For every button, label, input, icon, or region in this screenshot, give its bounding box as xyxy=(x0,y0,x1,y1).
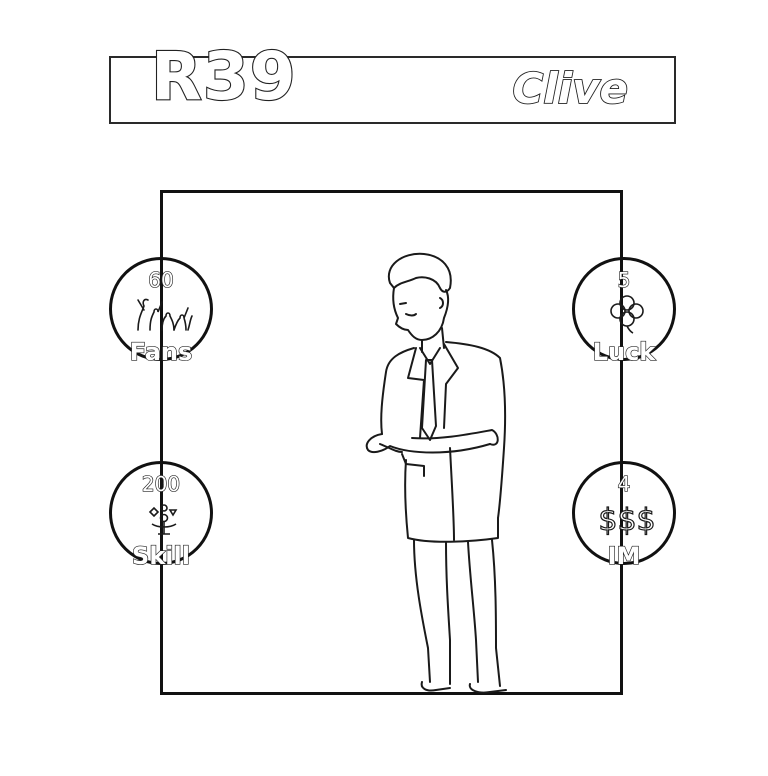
clover-icon xyxy=(610,295,644,334)
stat-fans: 60 Fans xyxy=(109,257,213,365)
character-name: Clive xyxy=(512,64,629,113)
stat-im: 4 $$$ IM xyxy=(572,461,676,569)
card-title-banner: R39 Clive xyxy=(109,42,676,124)
crowd-icon xyxy=(137,298,193,331)
card-code: R39 xyxy=(150,38,297,115)
stat-im-value: 4 xyxy=(617,472,631,496)
stat-fans-value: 60 xyxy=(148,268,175,292)
stat-luck-value: 5 xyxy=(617,268,631,292)
juggler-icon xyxy=(148,504,178,535)
stat-skill: 200 Skill xyxy=(109,461,213,569)
svg-text:$$$: $$$ xyxy=(598,503,655,538)
character-portrait xyxy=(365,252,507,694)
stat-skill-label: Skill xyxy=(131,542,190,570)
stat-luck: 5 Luck xyxy=(572,257,676,365)
portrait-frame xyxy=(160,190,623,695)
stat-skill-value: 200 xyxy=(141,472,181,496)
stat-luck-label: Luck xyxy=(592,338,656,366)
dollar-icon: $$$ xyxy=(598,502,656,538)
stat-fans-label: Fans xyxy=(129,338,193,366)
stat-im-label: IM xyxy=(607,542,641,570)
